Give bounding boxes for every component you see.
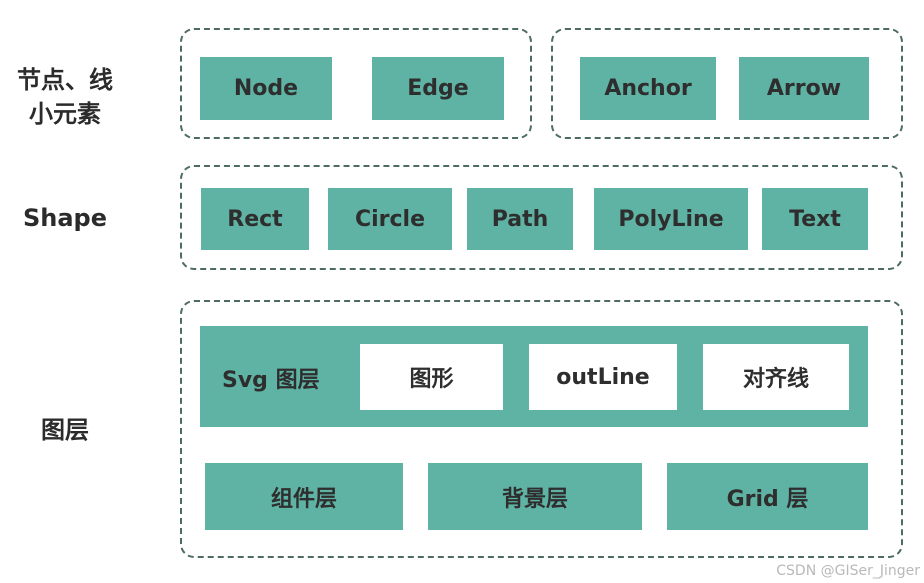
row-label-shape: Shape: [22, 204, 108, 232]
box-align-line: 对齐线: [703, 344, 849, 410]
box-text: Text: [762, 188, 868, 250]
box-path: Path: [467, 188, 573, 250]
box-shape-layer: 图形: [360, 344, 503, 410]
box-edge: Edge: [372, 57, 504, 120]
box-outline: outLine: [529, 344, 677, 410]
group-node-edge: [180, 28, 532, 139]
box-circle: Circle: [328, 188, 452, 250]
box-anchor: Anchor: [580, 57, 716, 120]
row-label-layer: 图层: [41, 416, 89, 444]
box-grid-layer: Grid 层: [667, 463, 868, 530]
box-arrow: Arrow: [739, 57, 869, 120]
group-layer: [180, 300, 903, 558]
group-anchor-arrow: [551, 28, 903, 139]
svg-layer-label: Svg 图层: [222, 368, 320, 393]
row-label-elements-line1: 节点、线: [17, 66, 113, 94]
box-component-layer: 组件层: [205, 463, 403, 530]
box-rect: Rect: [201, 188, 309, 250]
group-shape: [180, 165, 903, 270]
box-polyline: PolyLine: [594, 188, 748, 250]
watermark: CSDN @GISer_Jinger: [776, 563, 920, 579]
box-node: Node: [200, 57, 332, 120]
box-background-layer: 背景层: [428, 463, 642, 530]
row-label-elements-line2: 小元素: [29, 100, 101, 128]
row-label-elements: 节点、线 小元素: [0, 63, 130, 131]
